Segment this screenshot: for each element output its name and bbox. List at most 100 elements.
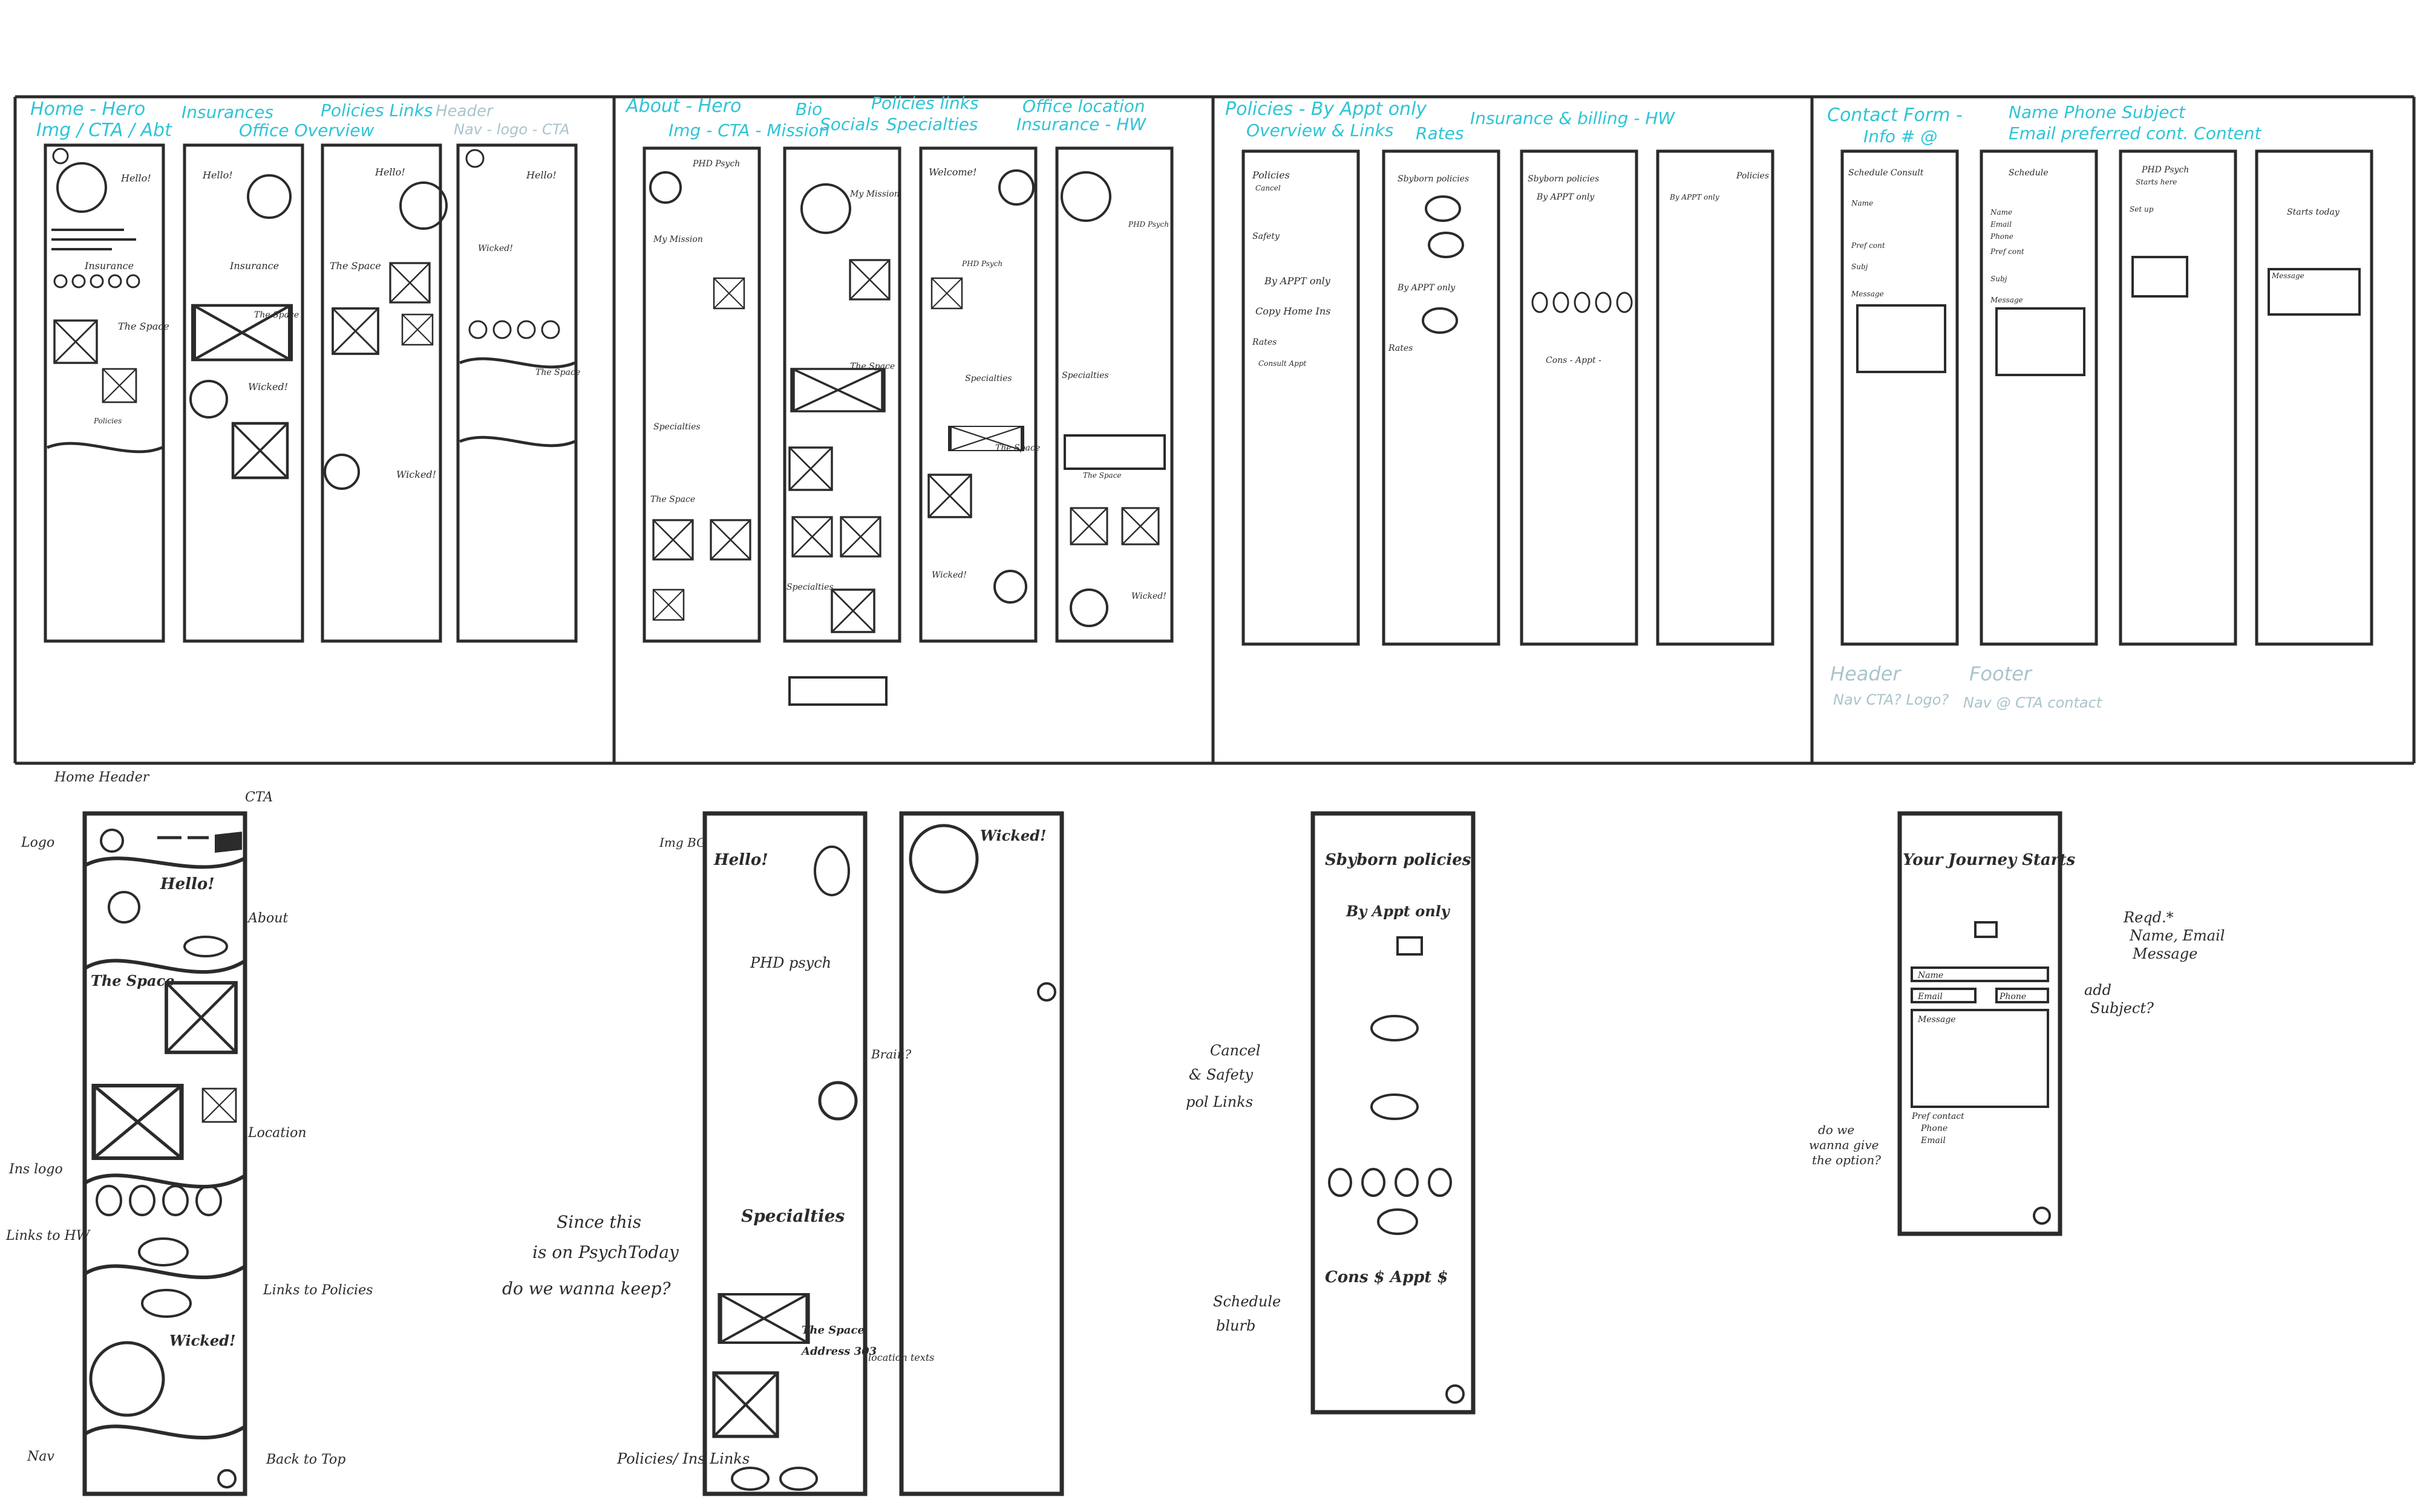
panel-home-heading-5: Nav - logo - CTA <box>454 121 570 138</box>
c2-name: Name <box>1990 208 2012 217</box>
a1-phd-psych: PHD Psych <box>692 159 740 169</box>
c1-subj: Subj <box>1851 262 1868 271</box>
panel-home-title: Home - Hero <box>30 99 145 120</box>
c3-phd-psych: PHD Psych <box>2141 165 2189 175</box>
c1-message: Message <box>1851 290 1884 298</box>
dp-rates: Cons $ Appt $ <box>1325 1268 1448 1286</box>
panel-home-subtitle: Img / CTA / Abt <box>36 120 172 141</box>
a2-my-mission: My Mission <box>849 189 900 199</box>
p3-wicked: Wicked! <box>396 469 436 480</box>
ann-about: About <box>247 911 288 926</box>
ann-location: Location <box>247 1126 307 1141</box>
p4-wicked: Wicked! <box>478 244 513 253</box>
a3-wicked: Wicked! <box>932 570 967 580</box>
detail-home: Hello! The Space Wicked! Home Header CTA… <box>5 770 373 1494</box>
ann-cancel-2: & Safety <box>1189 1066 1253 1083</box>
p3-hello: Hello! <box>374 166 405 178</box>
dh-the-space: The Space <box>91 972 174 989</box>
a3-specialties: Specialties <box>965 374 1012 383</box>
pol4-by-appt: By APPT only <box>1669 193 1719 201</box>
c2-pref-cont: Pref cont <box>1990 247 2024 256</box>
ann-cta: CTA <box>245 790 273 805</box>
panel-contact-subtitle: Info # @ <box>1863 126 1937 146</box>
panel-policies-title: Policies - By Appt only <box>1225 99 1427 120</box>
panel-policies-heading-1: Insurance & billing - HW <box>1470 108 1675 128</box>
c3-set-up: Set up <box>2130 205 2154 213</box>
ann-option-2: wanna give <box>1809 1138 1879 1152</box>
c4-starts-today: Starts today <box>2287 207 2340 217</box>
c2-message: Message <box>1990 296 2023 304</box>
da-specialties: Specialties <box>741 1206 845 1226</box>
c-nav-contact: Nav @ CTA contact <box>1963 694 2103 711</box>
dc-pref-contact: Pref contact <box>1911 1112 1964 1121</box>
panel-home-heading-1: Insurances <box>182 102 273 122</box>
p3-the-space: The Space <box>330 260 381 272</box>
a1-the-space: The Space <box>650 495 695 504</box>
dh-hello: Hello! <box>160 875 215 893</box>
dc-phone: Phone <box>1999 992 2026 1002</box>
a4-specialties: Specialties <box>1062 371 1109 380</box>
p2-insurance: Insurance <box>229 260 279 272</box>
da-phd-psych: PHD psych <box>750 954 831 971</box>
p4-the-space: The Space <box>535 368 580 377</box>
ann-cancel-3: pol Links <box>1186 1093 1253 1110</box>
pol2-title: Sbyborn policies <box>1398 174 1469 184</box>
dc-opt-email: Email <box>1920 1136 1946 1145</box>
panel-home-heading-2: Office Overview <box>239 120 374 140</box>
ann-back-top: Back to Top <box>266 1452 345 1467</box>
c2-subj: Subj <box>1990 275 2007 283</box>
panel-contact-heading-2: Email preferred cont. Content <box>2009 123 2262 143</box>
ann-links-policies: Links to Policies <box>263 1283 373 1298</box>
panel-policies-heading-2: Rates <box>1416 123 1463 143</box>
pol1-by-appt: By APPT only <box>1264 275 1331 287</box>
ann-brain: Brain? <box>871 1047 911 1061</box>
panel-contact-title: Contact Form - <box>1827 105 1963 126</box>
panel-about-heading-4: Specialties <box>886 114 978 134</box>
detail-contact: Your Journey Starts Name Email Phone Mes… <box>1809 813 2225 1234</box>
panel-about-subtitle: Img - CTA - Mission <box>669 120 829 140</box>
a3-phd-psych: PHD Psych <box>961 259 1002 268</box>
dc-opt-phone: Phone <box>1920 1124 1947 1133</box>
top-board <box>15 97 2414 763</box>
ann-add-2: Subject? <box>2090 1000 2154 1017</box>
pol4-policies: Policies <box>1736 171 1769 181</box>
detail-about: Hello! PHD psych Specialties The Space A… <box>502 813 1062 1494</box>
ann-option-3: the option? <box>1812 1153 1881 1167</box>
panel-about-heading-5: Office location <box>1022 96 1145 116</box>
panel-policies-subtitle: Overview & Links <box>1246 120 1393 140</box>
p2-wicked: Wicked! <box>248 381 288 393</box>
pol1-safety: Safety <box>1252 232 1280 241</box>
c2-phone: Phone <box>1990 232 2013 241</box>
ann-schedule-2: blurb <box>1216 1317 1255 1334</box>
panel-about-heading-2: Policies links <box>871 93 979 113</box>
c3-starts-here: Starts here <box>2136 178 2177 186</box>
ann-schedule-1: Schedule <box>1213 1293 1281 1310</box>
a3-welcome: Welcome! <box>929 166 976 178</box>
p2-the-space: The Space <box>254 310 299 320</box>
p1-policies: Policies <box>93 417 122 425</box>
a4-phd-psych: PHD Psych <box>1128 220 1169 229</box>
ann-ins-logo: Ins logo <box>8 1162 63 1177</box>
panel-home-phones <box>45 145 576 641</box>
ann-add-1: add <box>2084 982 2111 999</box>
pol1-rates: Rates <box>1252 337 1277 347</box>
pol2-rates: Rates <box>1388 344 1413 353</box>
panel-about-heading-3: Socials <box>820 114 879 134</box>
p1-the-space: The Space <box>118 321 169 332</box>
c-header: Header <box>1830 662 1902 685</box>
dc-email: Email <box>1917 992 1943 1002</box>
ann-since-2: is on PsychToday <box>532 1242 679 1262</box>
a3-the-space: The Space <box>995 443 1040 453</box>
da-wicked: Wicked! <box>980 827 1046 844</box>
ann-reqd-2: Name, Email <box>2129 927 2225 944</box>
panel-policies: Policies - By Appt only Overview & Links… <box>1225 99 1773 644</box>
dp-by-appt: By Appt only <box>1346 902 1451 920</box>
panel-about-title: About - Hero <box>625 96 741 117</box>
detail-policies: Sbyborn policies By Appt only Cons $ App… <box>1186 813 1473 1412</box>
pol2-by-appt: By APPT only <box>1397 283 1456 293</box>
a2-specialties: Specialties <box>786 582 834 592</box>
da-address: Address 303 <box>800 1345 877 1358</box>
c2-schedule: Schedule <box>2009 168 2048 178</box>
c1-schedule-consult: Schedule Consult <box>1848 168 1924 178</box>
